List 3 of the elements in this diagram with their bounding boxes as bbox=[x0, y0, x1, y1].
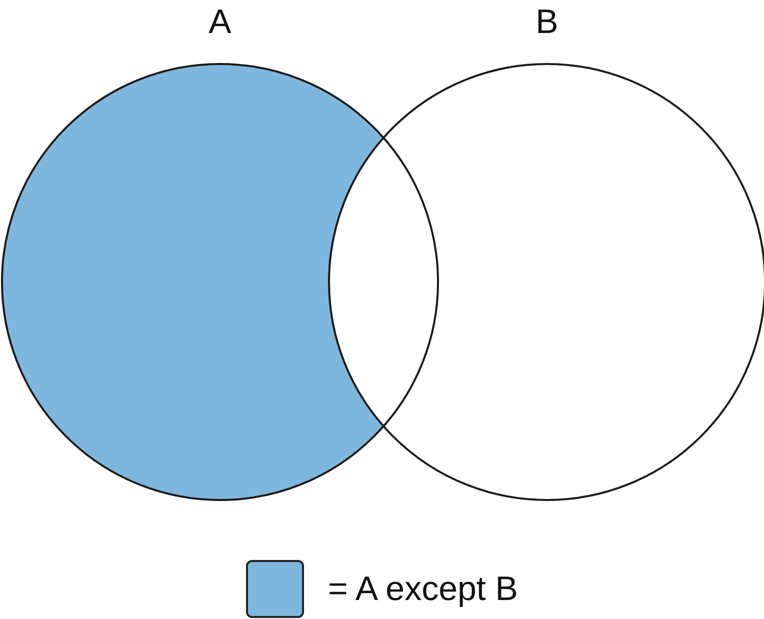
set-label: A bbox=[208, 2, 232, 42]
legend-text: = A except B bbox=[328, 570, 518, 608]
set-label: B bbox=[536, 2, 558, 42]
